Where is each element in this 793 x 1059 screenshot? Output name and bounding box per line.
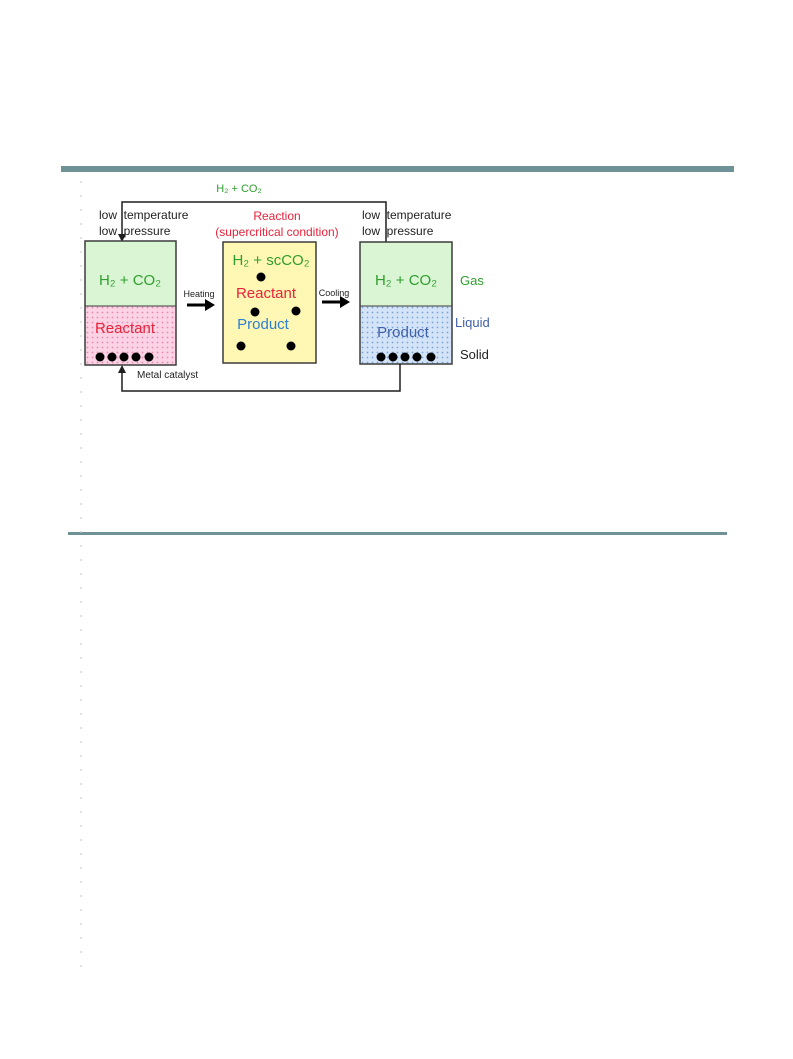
recycle-gas-line xyxy=(118,201,387,242)
reaction-title-line1: Reaction xyxy=(253,209,300,223)
heating-arrow xyxy=(187,299,215,311)
left-vessel-gas-zone xyxy=(85,241,176,306)
left-conditions-line2: low pressure xyxy=(99,224,171,238)
right-catalyst-particles xyxy=(376,352,436,362)
left-conditions-line1: low temperature xyxy=(99,208,189,222)
middle-vessel-gas-label: H₂ + scCO₂ xyxy=(232,252,309,269)
catalyst-label: Metal catalyst xyxy=(137,370,198,381)
right-vessel-liquid-label: Product xyxy=(377,324,430,341)
middle-vessel-product-label: Product xyxy=(237,316,290,333)
middle-vessel-reactant-label: Reactant xyxy=(236,285,297,302)
left-vessel-liquid-label: Reactant xyxy=(95,320,156,337)
recycle-gas-label: H₂ + CO₂ xyxy=(216,183,262,195)
right-vessel-frame xyxy=(359,241,453,365)
right-conditions-line2: low pressure xyxy=(362,224,434,238)
cooling-arrow xyxy=(322,296,350,308)
left-vessel-frame xyxy=(84,240,177,366)
reaction-title-line2: (supercritical condition) xyxy=(215,225,338,239)
right-vessel-gas-label: H₂ + CO₂ xyxy=(375,272,437,289)
left-vessel: H₂ + CO₂ Reactant xyxy=(84,240,177,366)
section-rule-top xyxy=(61,166,734,172)
middle-catalyst-particles xyxy=(236,272,301,351)
phase-label-gas: Gas xyxy=(460,273,484,288)
left-vessel-gas-label: H₂ + CO₂ xyxy=(99,272,161,289)
phase-label-liquid: Liquid xyxy=(455,315,490,330)
heating-label: Heating xyxy=(183,289,214,299)
phase-label-solid: Solid xyxy=(460,347,489,362)
left-catalyst-particles xyxy=(95,352,154,362)
right-conditions-line1: low temperature xyxy=(362,208,452,222)
section-rule-bottom xyxy=(68,532,727,535)
catalyst-return-line xyxy=(118,364,401,392)
cooling-label: Cooling xyxy=(319,288,350,298)
right-vessel: H₂ + CO₂ Product xyxy=(359,241,453,365)
middle-vessel: H₂ + scCO₂ Reactant Product xyxy=(222,241,317,364)
right-vessel-gas-zone xyxy=(360,242,452,306)
margin-dotted-guide xyxy=(80,175,82,975)
